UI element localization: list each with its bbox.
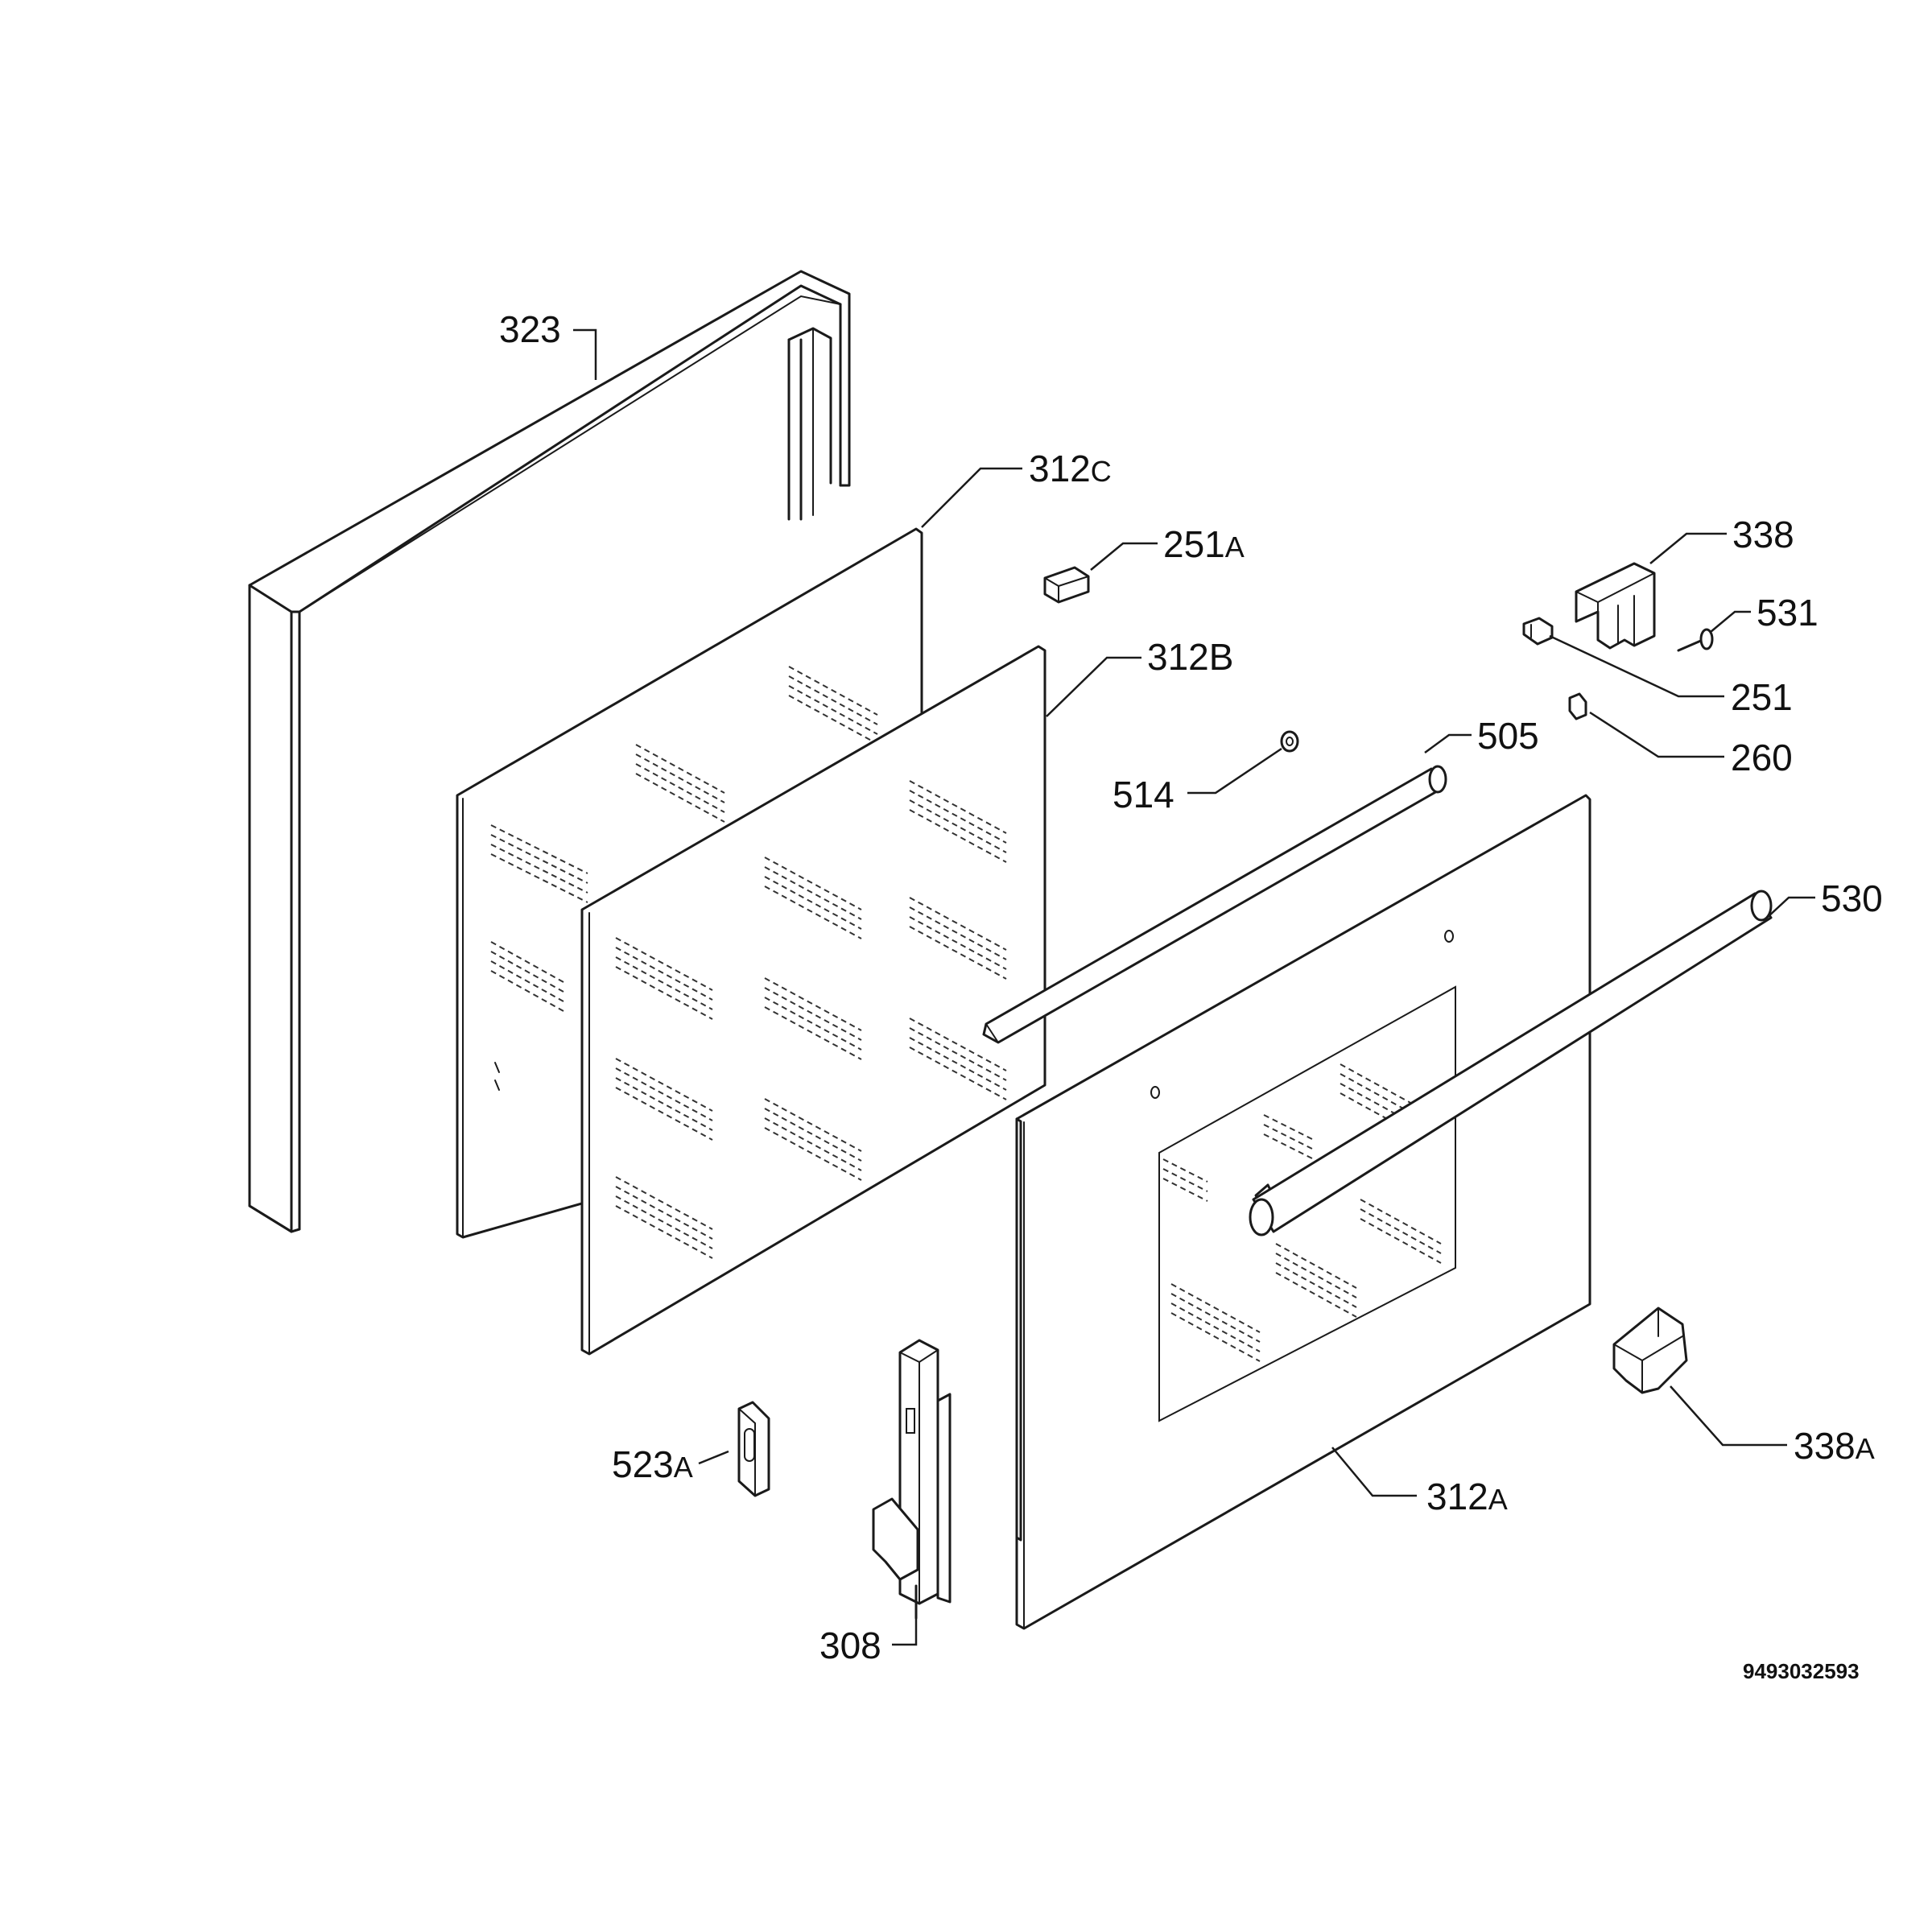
label-338a: 338A bbox=[1794, 1425, 1875, 1467]
part-251-bracket bbox=[1522, 617, 1554, 646]
part-308-hinge bbox=[872, 1339, 952, 1620]
part-523a-latch-plate bbox=[737, 1401, 770, 1497]
label-338: 338 bbox=[1732, 514, 1794, 555]
part-323-door-frame bbox=[248, 270, 851, 1233]
drawing-code: 9493032593 bbox=[1743, 1659, 1860, 1683]
part-505-trim-strip bbox=[982, 765, 1447, 1044]
label-312c: 312C bbox=[1029, 448, 1112, 489]
part-260-clip bbox=[1568, 692, 1587, 720]
label-530: 530 bbox=[1821, 877, 1883, 919]
label-251: 251 bbox=[1731, 676, 1793, 718]
label-523a: 523A bbox=[612, 1443, 693, 1485]
label-323: 323 bbox=[499, 308, 561, 350]
part-531-screw bbox=[1677, 628, 1714, 652]
label-260: 260 bbox=[1731, 737, 1793, 778]
label-514: 514 bbox=[1113, 774, 1174, 815]
label-312a: 312A bbox=[1426, 1476, 1508, 1517]
part-514-nut bbox=[1280, 730, 1299, 753]
part-251a-clip bbox=[1043, 566, 1090, 604]
label-312b: 312B bbox=[1147, 636, 1233, 678]
part-312b-middle-glass bbox=[580, 645, 1046, 1356]
label-308: 308 bbox=[819, 1624, 881, 1666]
label-251a: 251A bbox=[1163, 523, 1245, 565]
part-338-hinge-cover bbox=[1575, 562, 1656, 650]
part-number-labels: 323 312C 251A 312B 338 531 251 260 505 5… bbox=[499, 308, 1883, 1666]
leader-lines bbox=[573, 328, 1815, 1646]
label-531: 531 bbox=[1757, 592, 1818, 634]
part-530-handle-bar bbox=[1249, 890, 1773, 1236]
part-338a-hinge-cover bbox=[1612, 1307, 1688, 1394]
label-505: 505 bbox=[1477, 715, 1539, 757]
